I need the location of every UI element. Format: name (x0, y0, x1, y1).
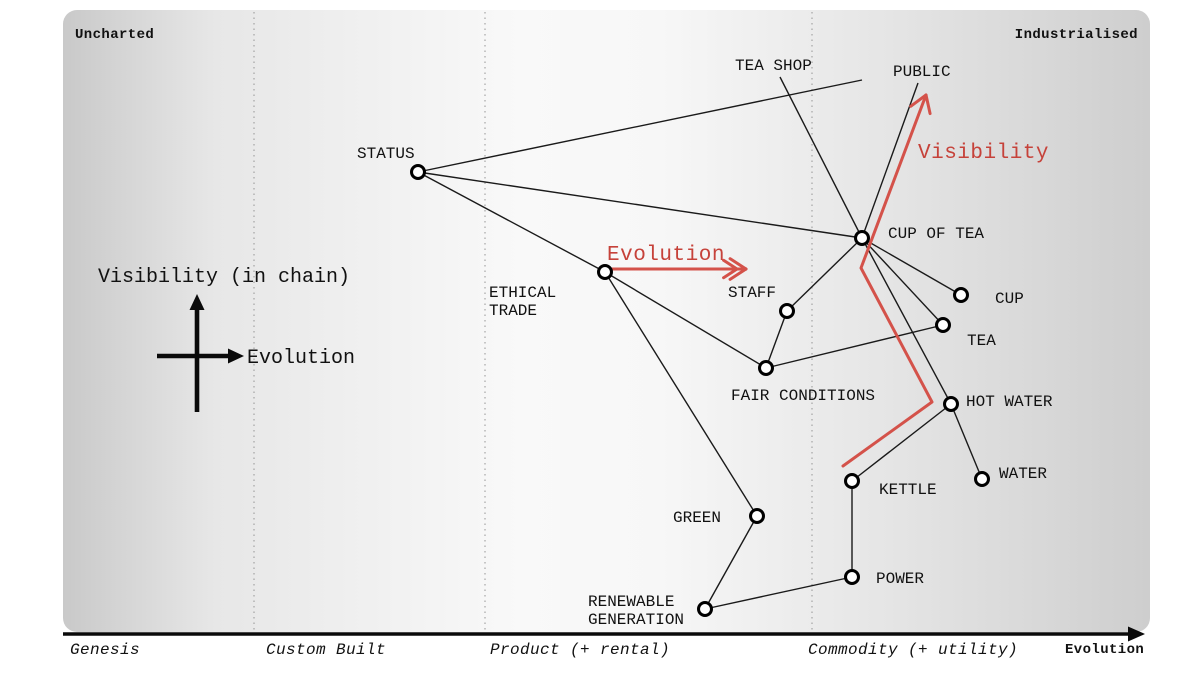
edge-fair-conditions--tea (765, 324, 944, 369)
component-nodes (410, 164, 990, 617)
arrowhead-barb-evolution-arrow-2-1 (722, 267, 739, 280)
node-label-staff: STAFF (728, 284, 776, 302)
evolution-arrow-label: Evolution (607, 244, 725, 267)
edge-public--status (417, 79, 863, 173)
edge-staff--fair-conditions (765, 310, 788, 369)
node-cup-of-tea (854, 230, 870, 246)
evolution-axis-end-label: Evolution (1065, 642, 1144, 658)
edge-hot-water--water (950, 403, 983, 480)
arrowhead-barb-evolution-arrow-1 (728, 267, 748, 281)
stage-commodity: Commodity (+ utility) (808, 641, 1018, 659)
stage-custom-built: Custom Built (266, 641, 386, 659)
node-label-cup: CUP (995, 290, 1024, 308)
node-label-tea-shop: TEA SHOP (735, 57, 812, 75)
edge-public--cup-of-tea (861, 82, 919, 239)
node-label-ethical-trade-0: ETHICAL (489, 284, 556, 302)
stage-product: Product (+ rental) (490, 641, 670, 659)
component-labels: STATUS TEA SHOP PUBLIC CUP OF TEA CUP TEA HOT … (357, 57, 1053, 629)
node-status (410, 164, 426, 180)
node-label-water: WATER (999, 465, 1047, 483)
edge-renewable-generation--power (704, 576, 853, 610)
visibility-axis-label: Visibility (in chain) (98, 266, 350, 289)
node-label-renewable-generation-0: RENEWABLE (588, 593, 674, 611)
arrowhead-barb-evolution-arrow-0 (728, 257, 748, 271)
edge-green--renewable-generation (704, 515, 758, 610)
visibility-arrow-label: Visibility (918, 142, 1049, 165)
node-label-renewable-generation-1: GENERATION (588, 611, 684, 629)
node-fair-conditions (758, 360, 774, 376)
node-label-tea: TEA (967, 332, 996, 350)
edge-status--ethical-trade (417, 171, 606, 273)
node-label-hot-water: HOT WATER (966, 393, 1053, 411)
node-label-cup-of-tea: CUP OF TEA (888, 225, 984, 243)
visibility-arrow (841, 93, 934, 468)
node-renewable-generation (697, 601, 713, 617)
edge-cup-of-tea--hot-water (861, 237, 952, 405)
node-label-status: STATUS (357, 145, 415, 163)
node-label-kettle: KETTLE (879, 481, 937, 499)
node-kettle (844, 473, 860, 489)
arrowhead-barb-evolution-arrow-2-0 (722, 258, 739, 271)
evolution-cross-label: Evolution (247, 347, 355, 370)
node-label-ethical-trade-1: TRADE (489, 302, 537, 320)
node-cup (953, 287, 969, 303)
node-staff (779, 303, 795, 319)
edge-kettle--hot-water (851, 403, 952, 482)
node-power (844, 569, 860, 585)
node-label-fair-conditions: FAIR CONDITIONS (731, 387, 875, 405)
stage-dividers (253, 12, 813, 630)
value-chain-edges (417, 76, 983, 610)
edge-status--cup-of-tea (417, 171, 863, 239)
edge-tea-shop--cup-of-tea (779, 76, 863, 239)
red-annotation-arrows (608, 93, 934, 468)
edge-ethical-trade--green (604, 271, 758, 517)
node-label-green: GREEN (673, 509, 721, 527)
map-canvas (63, 10, 1150, 632)
arrowhead-barb-visibility-arrow-0 (909, 93, 928, 108)
node-water (974, 471, 990, 487)
stage-genesis: Genesis (70, 641, 140, 659)
edge-cup-of-tea--staff (786, 237, 863, 312)
node-green (749, 508, 765, 524)
node-tea (935, 317, 951, 333)
node-label-public: PUBLIC (893, 63, 951, 81)
node-label-power: POWER (876, 570, 924, 588)
uncharted-label: Uncharted (75, 27, 154, 43)
evolution-axis (63, 626, 1145, 642)
arrowhead-barb-visibility-arrow-1 (924, 93, 932, 116)
edge-cup-of-tea--cup (861, 237, 962, 296)
edge-ethical-trade--fair-conditions (604, 271, 767, 369)
industrialised-label: Industrialised (1015, 27, 1138, 43)
node-hot-water (943, 396, 959, 412)
axis-cross-icon (157, 294, 244, 412)
node-ethical-trade (597, 264, 613, 280)
edge-cup-of-tea--tea (861, 237, 944, 326)
